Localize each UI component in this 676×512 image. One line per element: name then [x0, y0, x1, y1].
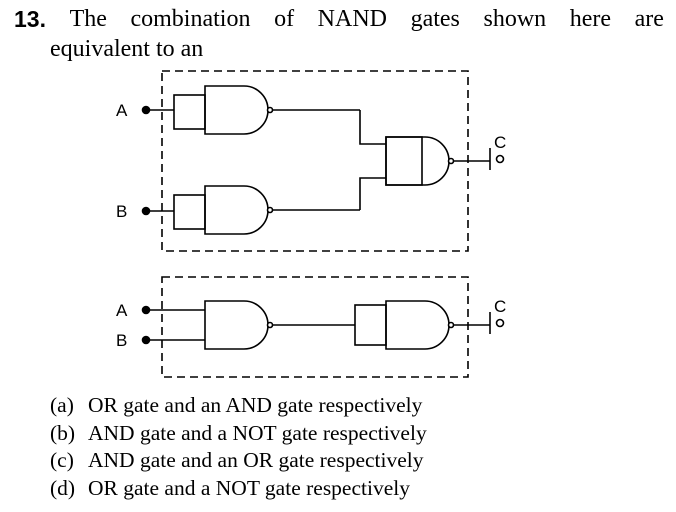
bottom-dashed-box — [161, 276, 469, 378]
question-word: combination — [130, 6, 251, 32]
question-word: shown — [483, 6, 547, 32]
question-line-2: equivalent to an — [50, 36, 204, 62]
option-a[interactable]: (a) OR gate and an AND gate respectively — [50, 392, 427, 420]
nand-gate-2 — [204, 185, 274, 235]
bottom-circuit — [141, 276, 505, 378]
output-c-terminal — [495, 154, 505, 164]
option-tag: (c) — [50, 448, 74, 472]
top-label-a: A — [116, 101, 128, 120]
question-word: The — [69, 6, 107, 32]
nand-gate-1 — [204, 85, 274, 135]
option-d[interactable]: (d) OR gate and a NOT gate respectively — [50, 475, 427, 503]
question-line-1: 13. The combination of NAND gates shown … — [14, 4, 664, 34]
answer-options: (a)OR gate and an AND gate respectively … — [50, 392, 427, 502]
question-text: 13. The combination of NAND gates shown … — [14, 4, 664, 64]
input-b-tie-box — [173, 194, 206, 230]
gate1-to-gate3-wire — [359, 110, 386, 145]
question-word: of — [274, 6, 295, 32]
top-label-c: C — [494, 133, 506, 152]
option-c[interactable]: (c) AND gate and an OR gate respectively — [50, 447, 427, 475]
option-tag: (d) — [50, 475, 76, 500]
question-number: 13. — [14, 6, 46, 32]
question-word: NAND — [317, 6, 387, 32]
output-c-terminal — [495, 318, 505, 328]
question-word: here — [569, 6, 612, 32]
option-b[interactable]: (b) AND gate and a NOT gate respectively — [50, 420, 427, 448]
question-word: gates — [410, 6, 460, 32]
nand-gate-4 — [204, 300, 274, 350]
option-text: AND gate and an OR gate respectively — [88, 448, 424, 472]
top-label-b: B — [116, 202, 127, 221]
bottom-label-b: B — [116, 331, 127, 350]
input-a-tie-box — [173, 94, 206, 130]
option-text: OR gate and a NOT gate respectively — [88, 475, 410, 500]
option-text: AND gate and a NOT gate respectively — [88, 420, 427, 445]
bottom-label-c: C — [494, 297, 506, 316]
gate5-tie-box — [354, 304, 387, 346]
question-word: are — [634, 6, 664, 32]
top-circuit — [141, 70, 505, 252]
gate2-to-gate3-wire — [359, 177, 386, 210]
option-tag: (a) — [50, 393, 74, 417]
option-text: OR gate and an AND gate respectively — [88, 393, 423, 417]
bottom-label-a: A — [116, 301, 128, 320]
option-tag: (b) — [50, 420, 76, 445]
gate3-input-box — [385, 136, 423, 186]
nand-gate-5 — [385, 300, 455, 350]
nand-gate-3 — [385, 136, 455, 186]
